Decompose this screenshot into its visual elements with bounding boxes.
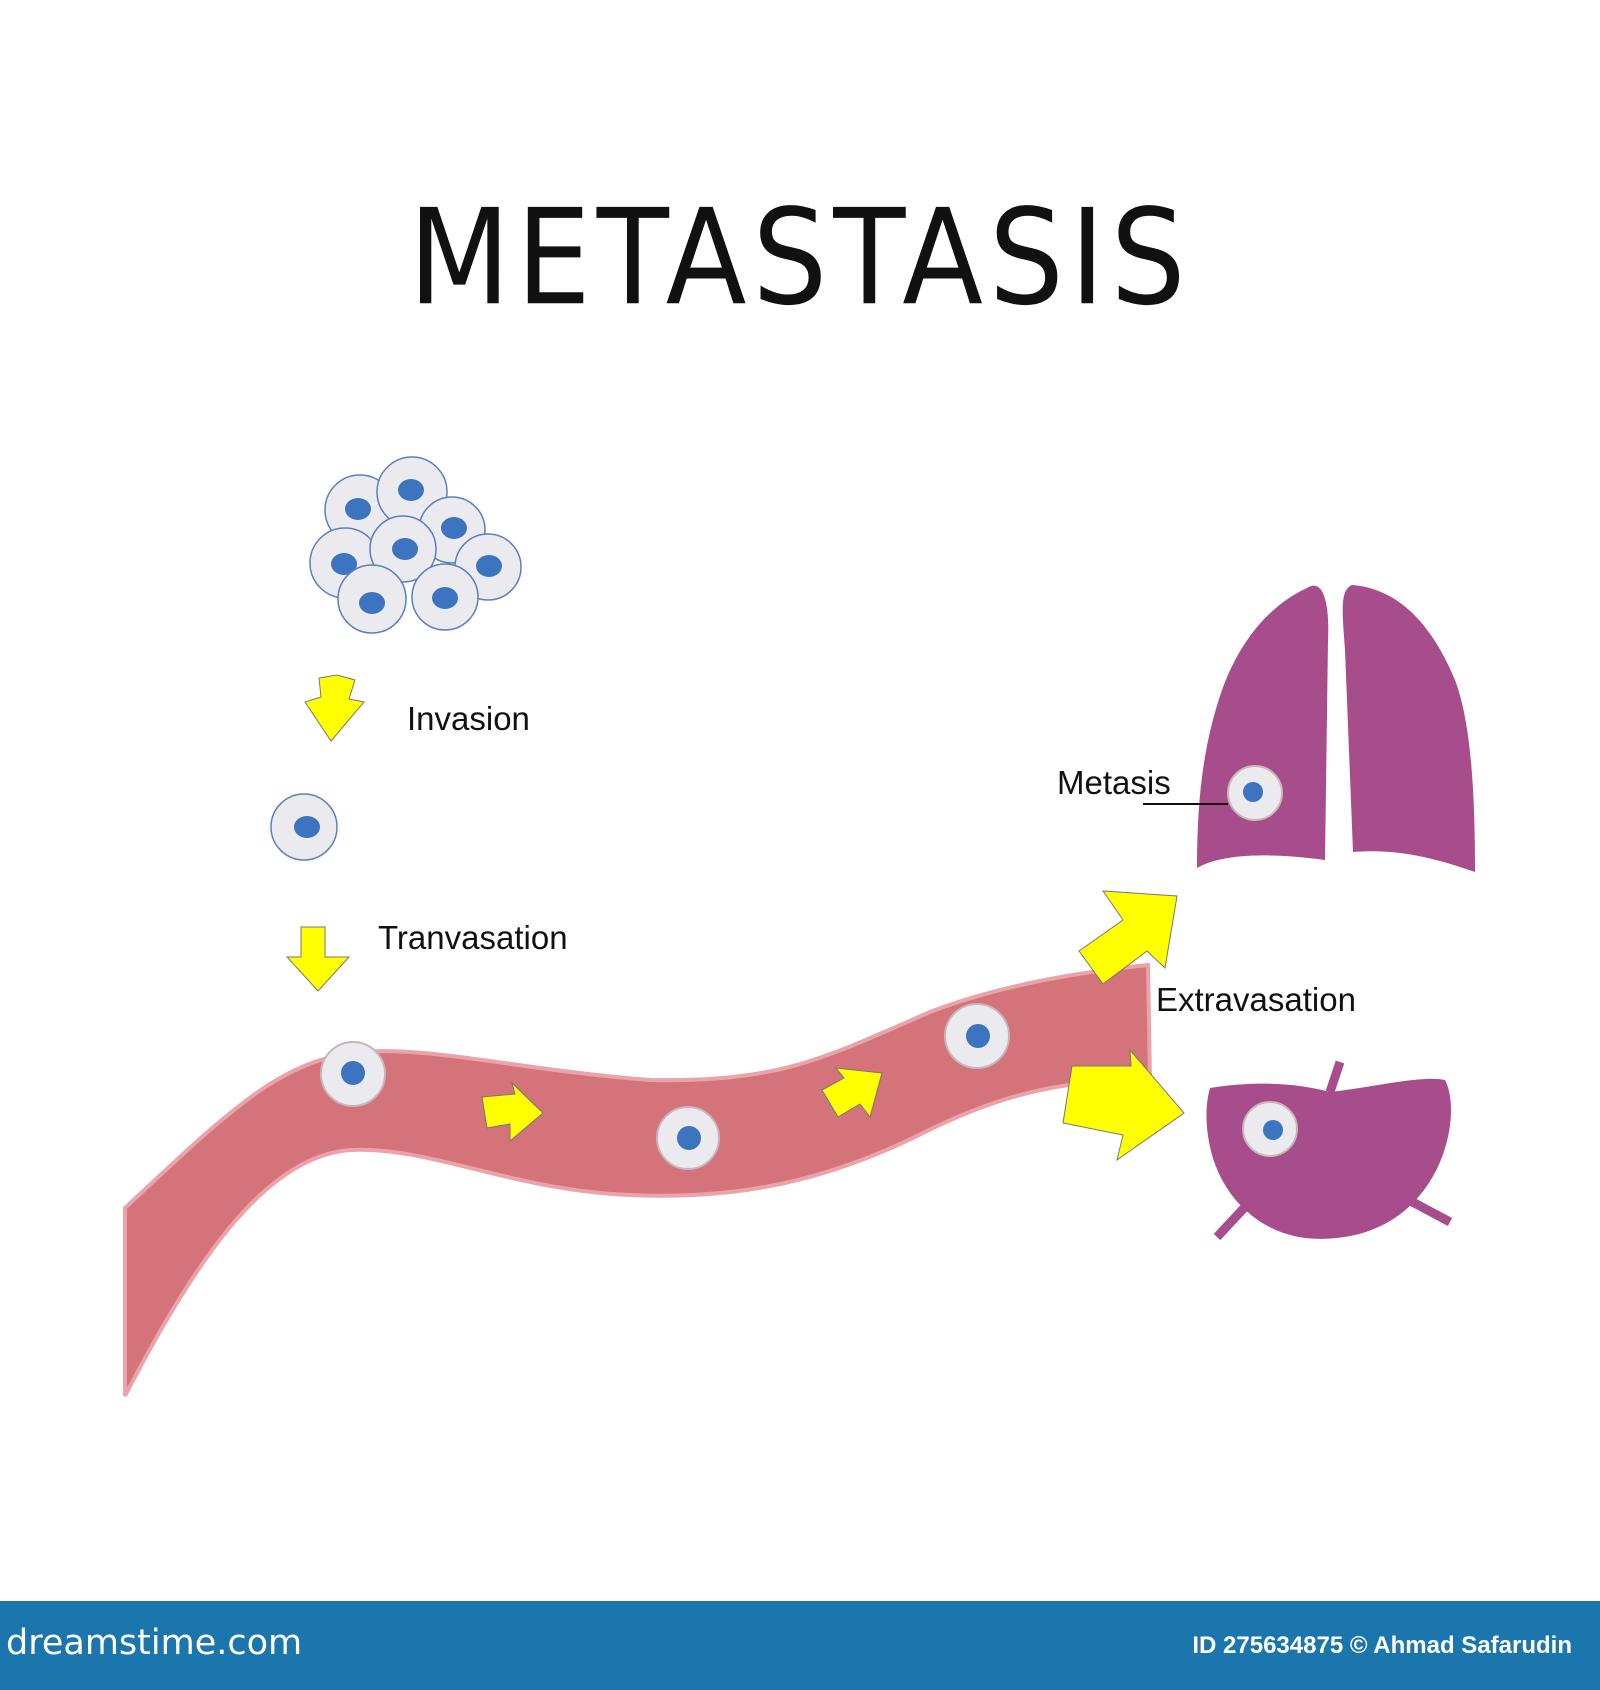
circulating-tumor-cell <box>320 1041 386 1107</box>
invasion-arrow <box>304 674 365 742</box>
lungs <box>1197 585 1475 872</box>
circulating-tumor-cell <box>656 1106 720 1170</box>
metastasis-diagram <box>123 456 1475 1397</box>
label-invasion: Invasion <box>407 700 530 737</box>
tumor-cell <box>337 564 407 634</box>
label-tranvasation: Tranvasation <box>378 919 568 956</box>
tumor-cell <box>411 563 479 631</box>
flow-arrow <box>481 1081 544 1143</box>
extravasation-arrow-to-lungs <box>1078 890 1178 985</box>
circulating-tumor-cell <box>944 1003 1010 1069</box>
extravasation-arrow-to-organ <box>1062 1048 1185 1162</box>
metastatic-cell-in-lung <box>1227 765 1283 821</box>
label-extravasation: Extravasation <box>1156 981 1356 1018</box>
right-lung <box>1342 585 1475 872</box>
footer-id-credit: ID 275634875 © Ahmad Safarudin <box>1192 1632 1572 1659</box>
detached-tumor-cell <box>270 793 338 861</box>
tumor-cell-cluster <box>309 456 522 634</box>
left-lung <box>1197 585 1329 868</box>
label-metasis: Metasis <box>1057 764 1171 801</box>
page-title: METASTASIS <box>408 180 1192 335</box>
footer-brand: dreamstime.com <box>6 1623 303 1663</box>
flow-arrow <box>821 1067 883 1119</box>
tumor-cell <box>369 515 437 583</box>
secondary-organ <box>1206 1060 1453 1241</box>
metastatic-cell-in-organ <box>1242 1101 1298 1157</box>
tranvasation-arrow <box>285 926 351 992</box>
footer-bar: dreamstime.com ID 275634875 © Ahmad Safa… <box>0 1601 1600 1690</box>
